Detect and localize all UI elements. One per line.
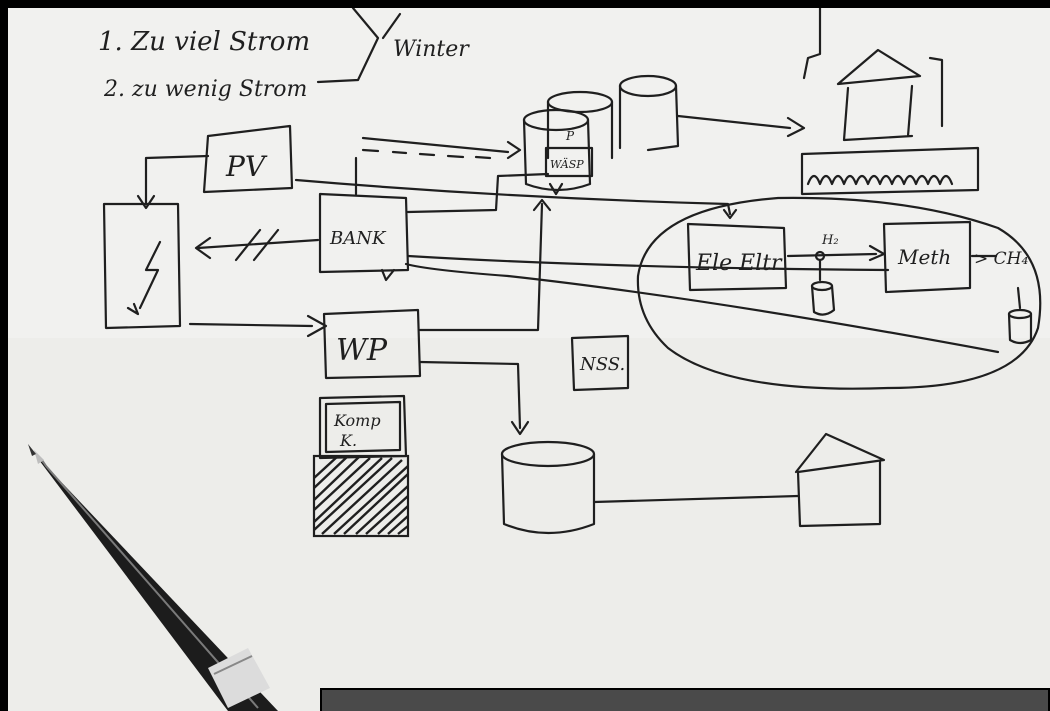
notes-bracket <box>316 8 380 84</box>
wp-mixer-line <box>418 202 544 332</box>
house-top-left <box>802 8 822 80</box>
inverter-wp-arrow <box>306 314 328 338</box>
bank-methanation-line <box>406 254 890 272</box>
compressor-inner <box>324 400 402 454</box>
wp-box <box>322 308 422 380</box>
label-pv: PV <box>225 150 268 183</box>
bank-mixer-line <box>361 136 510 154</box>
lightning-arrow <box>126 302 140 316</box>
mixer-box <box>544 146 594 178</box>
label-methanation: Meth <box>897 245 951 269</box>
label-wp: WP <box>336 333 388 368</box>
pv-electrolyzer-arrow <box>722 208 738 220</box>
nss-box <box>570 334 630 392</box>
pv-battery-arrow <box>136 194 156 210</box>
label-h2: H₂ <box>821 233 839 248</box>
bank-inverter-line <box>196 238 320 250</box>
mixer-bottom-arrow <box>548 182 564 196</box>
pen-highlight <box>41 459 259 709</box>
label-top-mark: P <box>565 129 575 143</box>
label-bank: BANK <box>329 228 387 249</box>
power-to-gas-boundary <box>636 196 1042 390</box>
h2-line <box>786 252 878 258</box>
pen-icon <box>28 444 278 711</box>
label-electrolyzer: Ele Eltr <box>695 251 783 276</box>
radiator-wave <box>806 174 954 186</box>
label-ch4: > CH₄ <box>974 249 1028 269</box>
wp-mixer-arrow <box>532 198 552 212</box>
lower-tank-house-line <box>592 494 800 504</box>
bank-far-line <box>404 262 1000 354</box>
pv-box <box>202 124 294 194</box>
note-line-2: 2. zu wenig Strom <box>103 77 307 102</box>
label-kompk-2: K. <box>339 431 357 450</box>
pen-point <box>28 444 36 456</box>
note-winter: Winter <box>393 37 470 62</box>
tank-house-arrow <box>786 116 806 138</box>
bank-mixer-dashes <box>361 148 492 160</box>
pen-body <box>36 456 278 711</box>
bank-inverter-arrow <box>194 236 212 260</box>
bank-box <box>318 192 410 274</box>
bank-bottom-arrow <box>380 268 396 282</box>
paper-shade <box>8 338 1050 711</box>
house-roof <box>836 48 922 86</box>
tank-right-body <box>618 84 680 152</box>
caption-bar <box>320 688 1050 711</box>
bank-inverter-hatch <box>234 228 280 262</box>
sketch-diagram: 1. Zu viel Strom 2. zu wenig Strom Winte… <box>8 8 1050 711</box>
inverter-wp-line <box>188 322 314 328</box>
label-kompk: Komp <box>333 411 381 430</box>
lower-house-walls <box>796 460 882 528</box>
tank-house-line <box>676 114 792 130</box>
h2-tank-body <box>810 284 836 316</box>
inverter-box <box>102 202 182 330</box>
bank-mixer-arrow <box>506 140 522 160</box>
note-line-1: 1. Zu viel Strom <box>98 27 310 57</box>
lightning-icon <box>138 240 162 310</box>
radiator-box <box>800 146 980 196</box>
wp-tank-line <box>418 360 522 430</box>
ch4-tank-body <box>1007 312 1033 345</box>
lower-tank-body <box>500 452 596 535</box>
ch4-drop <box>1016 286 1022 310</box>
pv-battery-line <box>144 154 210 206</box>
paper-sheet: 1. Zu viel Strom 2. zu wenig Strom Winte… <box>8 8 1050 711</box>
ground-hatch <box>313 455 409 535</box>
notes-bracket-tick <box>381 12 402 40</box>
pen-clip <box>208 648 270 708</box>
pen-tip <box>34 450 44 464</box>
pv-electrolyzer-curve <box>294 178 732 216</box>
house-side <box>928 56 944 128</box>
ground-block <box>312 454 410 538</box>
bank-mixer-low-line <box>406 172 550 214</box>
lower-house-roof <box>794 432 886 474</box>
wp-tank-arrow <box>510 420 530 436</box>
label-mixer: WÄSP <box>550 157 584 171</box>
label-nss: NSS. <box>579 354 625 375</box>
house-walls <box>842 84 914 142</box>
pen-clip-ring <box>213 655 253 675</box>
